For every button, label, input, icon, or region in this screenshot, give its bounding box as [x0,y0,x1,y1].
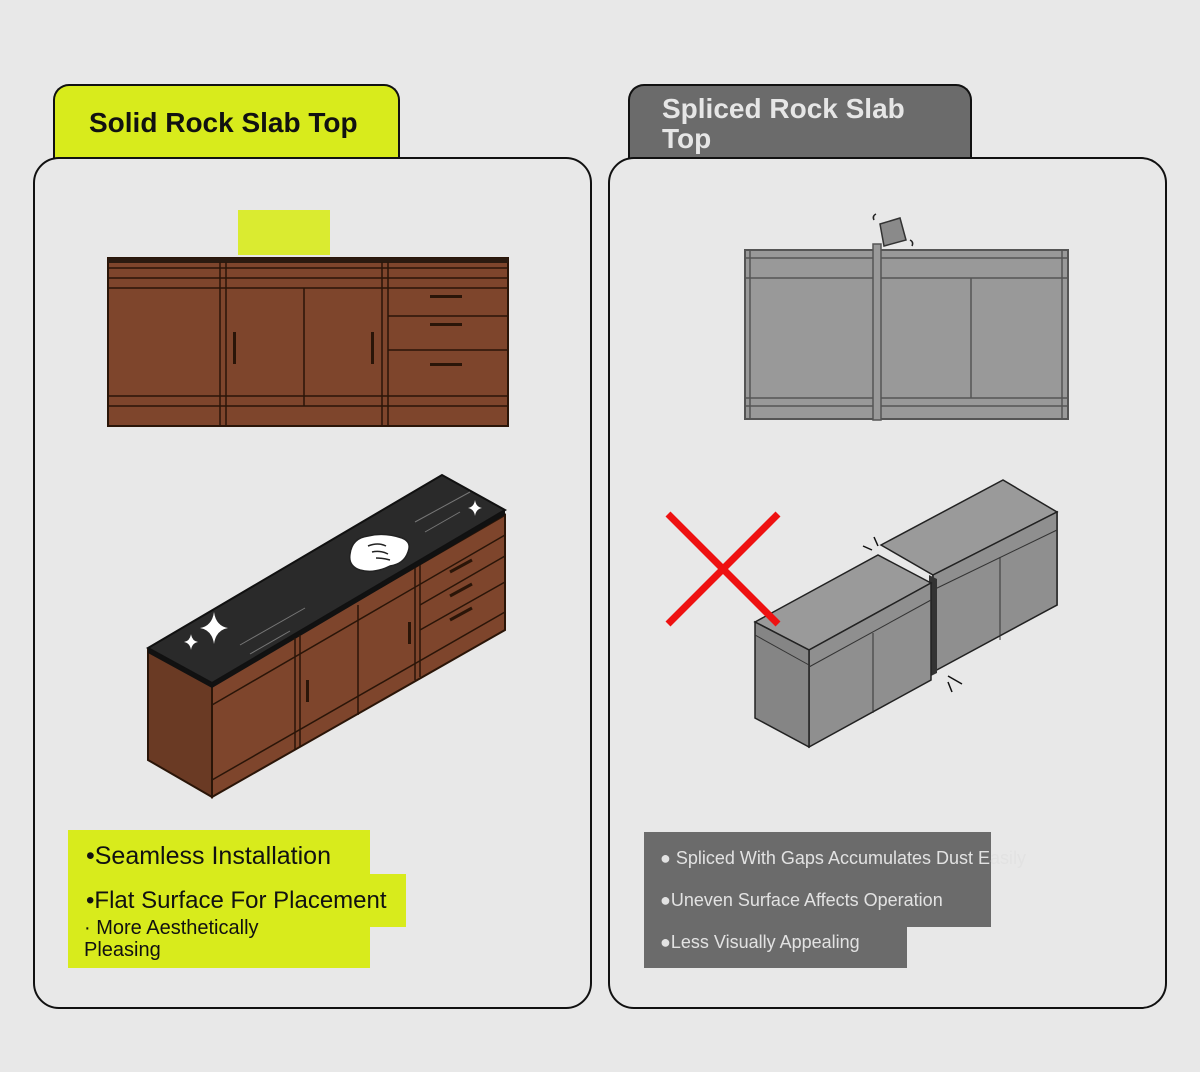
feature-aesthetic-line1: · More Aesthetically [84,917,259,939]
solid-cabinet-front-view [107,210,509,427]
right-title: Spliced Rock Slab Top [662,93,905,154]
feature-seamless-installation: •Seamless Installation [86,842,331,870]
left-title: Solid Rock Slab Top [89,107,358,138]
feature-flat-surface: •Flat Surface For Placement [86,887,387,914]
wiping-hand-icon [348,533,410,573]
feature-spliced-gaps: ● Spliced With Gaps Accumulates Dust Eas… [660,848,1027,868]
red-cross-icon [665,511,781,627]
crack-mark-icon [947,675,963,693]
sparkle-icon [184,612,228,650]
feature-less-appealing: ●Less Visually Appealing [660,932,860,952]
tab-spliced-rock-slab: Spliced Rock Slab Top [628,84,972,160]
solid-cabinet-isometric-view [145,473,508,799]
feature-uneven-surface: ●Uneven Surface Affects Operation [660,890,943,910]
tilted-tile-icon [872,213,914,247]
feature-aesthetic-line2: Pleasing [84,939,161,961]
spliced-cabinet-front-view [744,243,1069,421]
crack-mark-icon [862,536,879,551]
tab-solid-rock-slab: Solid Rock Slab Top [53,84,400,160]
spliced-cabinet-isometric-view [753,479,1059,749]
sparkle-icon [468,500,482,516]
